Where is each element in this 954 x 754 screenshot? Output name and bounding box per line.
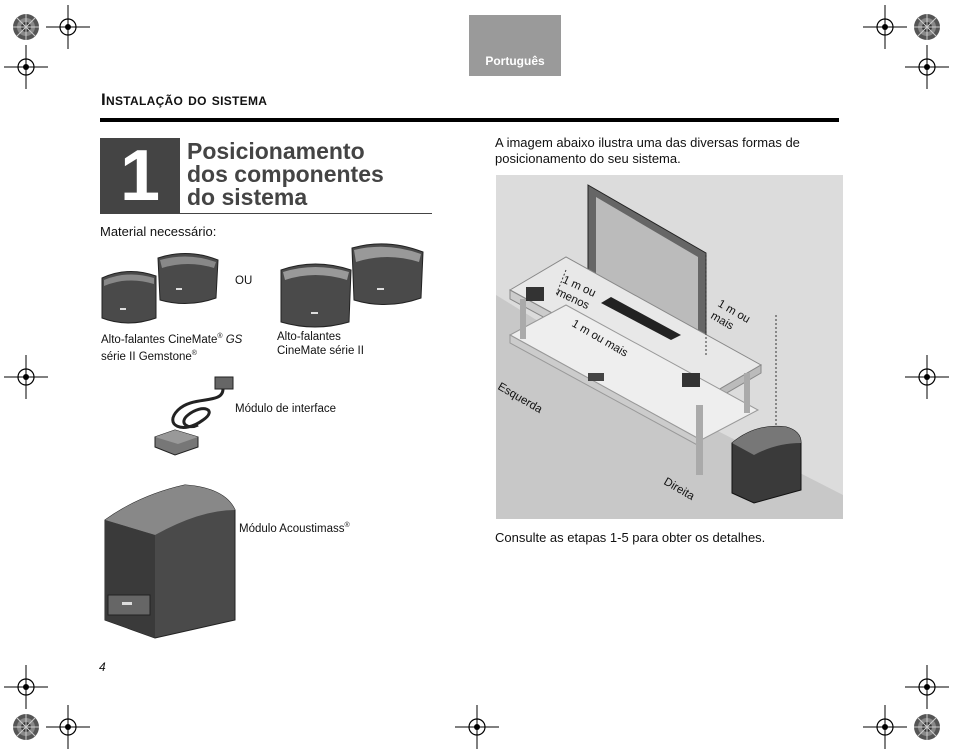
intro-line1: A imagem abaixo ilustra uma das diversas… [495,135,800,150]
step-number: 1 [100,136,180,216]
speaker2-caption: Alto-falantes CineMate série II [277,330,364,358]
step-title: Posicionamento dos componentes do sistem… [187,140,437,209]
intro-line2: posicionamento do seu sistema. [495,151,681,166]
section-title: Instalação do sistema [101,90,268,109]
footer-text: Consulte as etapas 1-5 para obter os det… [495,530,766,545]
page-number: 4 [99,660,106,674]
step-underline [180,213,432,214]
language-tab: Português [469,15,561,76]
interface-module-illustration [154,376,234,456]
placement-diagram-art [496,184,843,519]
speaker1-prefix: Alto-falantes CineMate [101,333,218,346]
header-rule [100,118,839,122]
speaker1-caption: Alto-falantes CineMate® GS série II Gems… [101,330,271,364]
speaker2-line2: CineMate série II [277,345,364,357]
interface-label: Módulo de interface [235,403,337,415]
intro-text: A imagem abaixo ilustra uma das diversas… [495,135,800,167]
speaker2-line1: Alto-falantes [277,331,341,343]
step-title-line2: dos componentes [187,161,384,187]
step-title-line1: Posicionamento [187,138,365,164]
acoustimass-label: Módulo Acoustimass [239,522,345,535]
acoustimass-caption: Módulo Acoustimass® [239,519,350,536]
gemstone-speakers-illustration [101,253,219,324]
speaker1-line2: série II Gemstone [101,350,192,363]
acoustimass-module-illustration [104,484,236,639]
acoustimass-reg: ® [344,522,350,529]
material-label: Material necessário: [100,224,217,239]
or-label: OU [235,275,253,287]
speaker1-gs: GS [225,333,243,346]
cinemate-speakers-illustration [280,243,424,328]
speaker1-reg2: ® [191,349,197,357]
placement-diagram: 1 m ou menos 1 m ou mais 1 m ou mais Esq… [496,175,843,519]
step-title-line3: do sistema [187,184,308,210]
speaker1-reg: ® [217,333,223,340]
